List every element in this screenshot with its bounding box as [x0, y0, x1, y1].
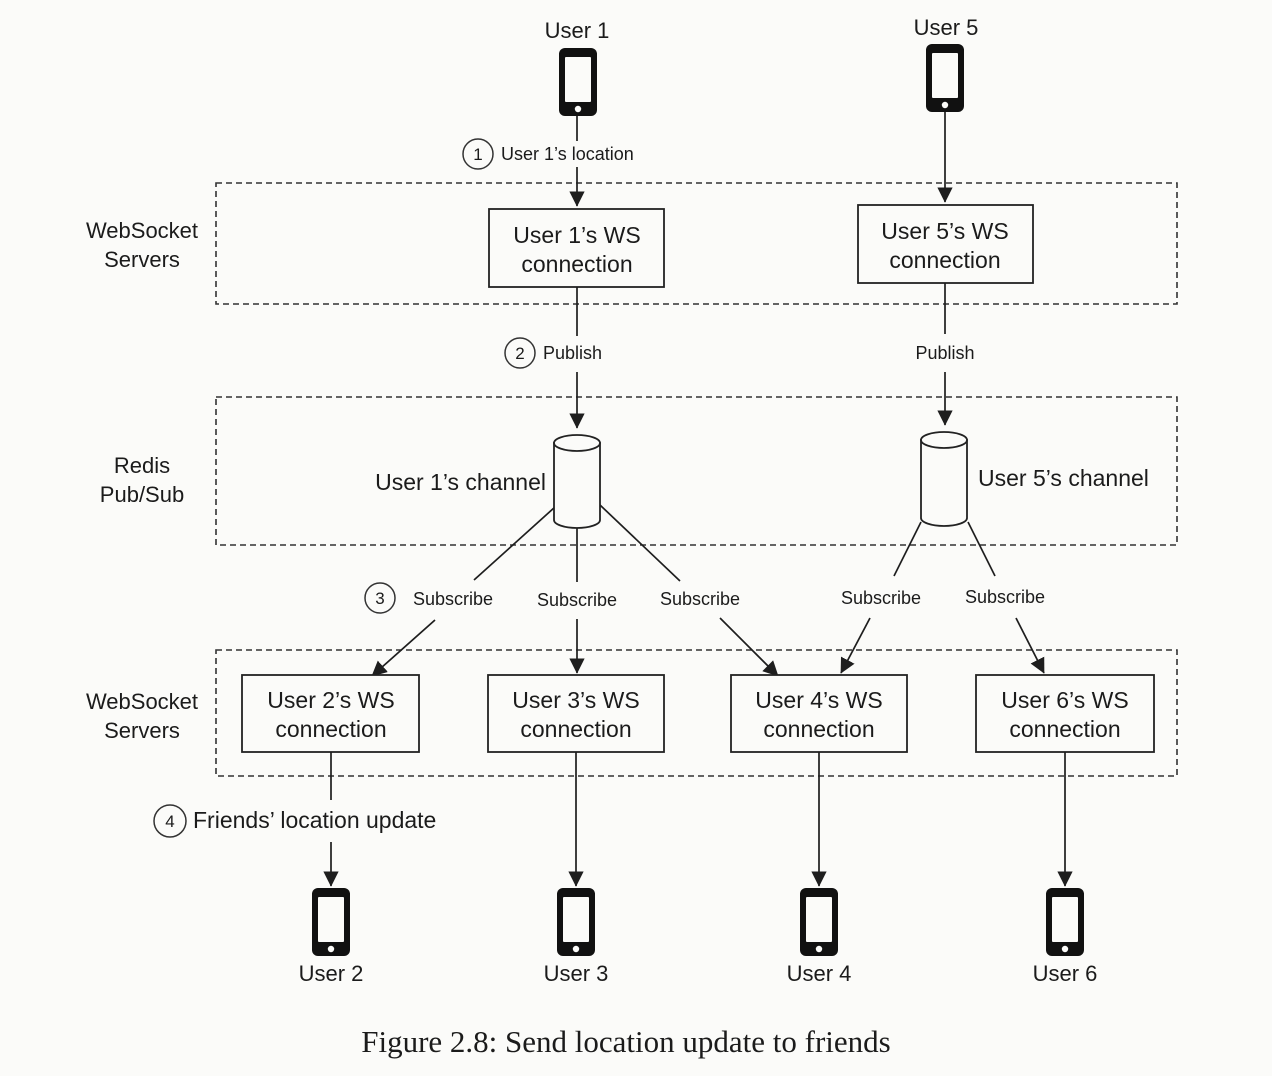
edge-subscribe-user2-upper — [473, 506, 556, 581]
step-2-badge — [504, 337, 536, 369]
edge-subscribe-user4-from5-upper — [893, 521, 922, 577]
user-6-ws-line1: User 6’s WS — [1001, 687, 1128, 713]
user-1-channel-label: User 1’s channel — [375, 469, 546, 495]
edge-subscribe-user2-lower — [371, 619, 436, 677]
user-3-ws-line1: User 3’s WS — [512, 687, 639, 713]
step-2-label: Publish — [543, 343, 602, 363]
user-2-label: User 2 — [299, 961, 364, 986]
user-4-label: User 4 — [787, 961, 852, 986]
user-3-ws-line2: connection — [520, 716, 631, 742]
redis-pubsub-zone — [215, 396, 1178, 546]
step-1-label: User 1’s location — [501, 144, 634, 164]
websocket-servers-zone-bottom — [215, 649, 1178, 777]
step-2-number: 2 — [515, 344, 524, 363]
user-5-ws-line2: connection — [889, 247, 1000, 273]
step-4-badge — [153, 804, 187, 838]
websocket-servers-zone-top — [215, 182, 1178, 305]
smartphone-icon — [800, 888, 838, 956]
step-3-badge — [364, 582, 396, 614]
step-4-label: Friends’ location update — [193, 807, 436, 833]
user-6-label: User 6 — [1033, 961, 1098, 986]
zone-label-websocket-top-line2: Servers — [104, 247, 180, 272]
user-5-ws-connection-box — [857, 204, 1034, 284]
subscribe-user3-label: Subscribe — [537, 590, 617, 610]
step-3-label: Subscribe — [413, 589, 493, 609]
user-1-label: User 1 — [545, 18, 610, 43]
edge-subscribe-user6-lower — [1015, 617, 1045, 674]
user-6-ws-connection-box — [975, 674, 1155, 753]
user-5-ws-line1: User 5’s WS — [881, 218, 1008, 244]
smartphone-icon — [557, 888, 595, 956]
smartphone-icon — [926, 44, 964, 112]
edge-subscribe-user4-from1-lower — [719, 617, 779, 677]
zone-label-websocket-top-line1: WebSocket — [86, 218, 198, 243]
user-2-ws-connection-box — [241, 674, 420, 753]
step-1-badge — [462, 138, 494, 170]
subscribe-user4-from5-label: Subscribe — [841, 588, 921, 608]
user-4-ws-line1: User 4’s WS — [755, 687, 882, 713]
edge-subscribe-user6-upper — [967, 521, 996, 577]
user-1-ws-line2: connection — [521, 251, 632, 277]
user-3-ws-connection-box — [487, 674, 665, 753]
zone-label-websocket-bottom-line2: Servers — [104, 718, 180, 743]
user-2-ws-line1: User 2’s WS — [267, 687, 394, 713]
user-1-channel-database-cylinder-icon — [553, 434, 601, 529]
step-3-number: 3 — [375, 589, 384, 608]
smartphone-icon — [312, 888, 350, 956]
step-4-number: 4 — [165, 812, 174, 831]
user-4-ws-connection-box — [730, 674, 908, 753]
edge-subscribe-user4-from5-lower — [840, 617, 871, 674]
user-6-ws-line2: connection — [1009, 716, 1120, 742]
subscribe-user6-label: Subscribe — [965, 587, 1045, 607]
figure-caption: Figure 2.8: Send location update to frie… — [361, 1024, 890, 1059]
user-5-channel-label: User 5’s channel — [978, 465, 1149, 491]
user-4-ws-line2: connection — [763, 716, 874, 742]
user-1-ws-line1: User 1’s WS — [513, 222, 640, 248]
smartphone-icon — [1046, 888, 1084, 956]
edge-subscribe-user4-from1-upper — [599, 504, 681, 582]
publish-user5-label: Publish — [915, 343, 974, 363]
user-5-channel-database-cylinder-icon — [920, 431, 968, 527]
user-2-ws-line2: connection — [275, 716, 386, 742]
subscribe-user4-from1-label: Subscribe — [660, 589, 740, 609]
user-3-label: User 3 — [544, 961, 609, 986]
step-1-number: 1 — [473, 145, 482, 164]
zone-label-redis-line1: Redis — [114, 453, 170, 478]
smartphone-icon — [559, 48, 597, 116]
user-5-label: User 5 — [914, 15, 979, 40]
zone-label-redis-line2: Pub/Sub — [100, 482, 184, 507]
zone-label-websocket-bottom-line1: WebSocket — [86, 689, 198, 714]
